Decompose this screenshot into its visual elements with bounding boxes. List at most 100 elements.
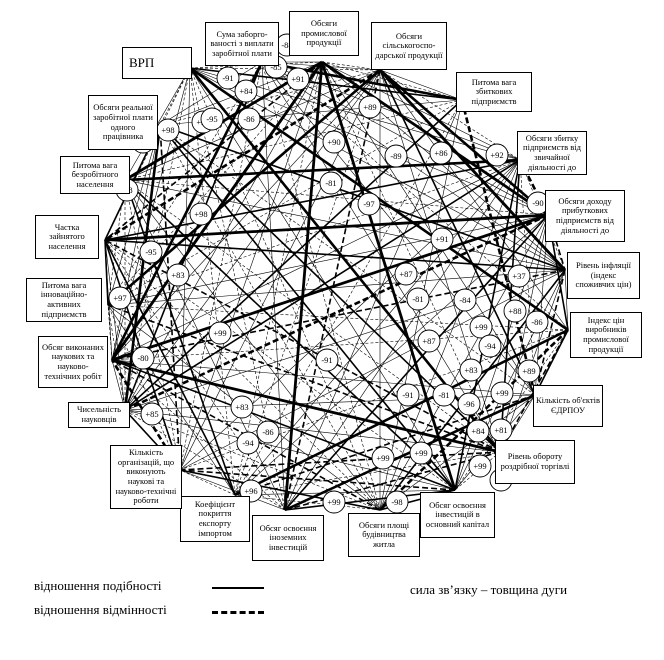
weight-label-30: -84 bbox=[459, 295, 471, 305]
weight-label-13: -89 bbox=[390, 151, 401, 161]
node-borg: Сума заборго-ваності з виплати заробітно… bbox=[205, 22, 279, 66]
weight-label-7: -95 bbox=[206, 114, 217, 124]
weight-label-25: +87 bbox=[399, 269, 412, 279]
weight-label-24: +91 bbox=[435, 234, 448, 244]
weight-circle-4 bbox=[286, 67, 310, 91]
edge-43 bbox=[179, 61, 323, 471]
weight-label-18: -97 bbox=[363, 199, 374, 209]
weight-label-27: +88 bbox=[508, 306, 521, 316]
edge-155 bbox=[159, 124, 381, 511]
weight-circle-42 bbox=[140, 402, 164, 426]
edge-72 bbox=[107, 99, 463, 306]
weight-label-34: +83 bbox=[464, 365, 477, 375]
weight-label-37: +99 bbox=[213, 328, 226, 338]
strong-edge-0 bbox=[321, 60, 549, 217]
node-infl: Рівень інфляції (індекс споживчих цін) bbox=[567, 252, 640, 299]
weight-circle-23 bbox=[108, 286, 132, 310]
edge-145 bbox=[104, 239, 456, 491]
edge-130 bbox=[284, 451, 501, 511]
edge-160 bbox=[124, 179, 286, 511]
edge-153 bbox=[104, 239, 381, 511]
edge-117 bbox=[234, 328, 569, 497]
weight-label-50: +84 bbox=[471, 426, 485, 436]
weight-circle-12 bbox=[322, 130, 346, 154]
node-edrpou: Кількість об'єктів ЄДРПОУ bbox=[533, 385, 603, 427]
edge-125 bbox=[234, 394, 536, 496]
edge-180 bbox=[107, 179, 126, 306]
edge-159 bbox=[104, 239, 286, 511]
node-zbytok: Обсяги збитку підприємств від звичайної … bbox=[517, 131, 587, 175]
weight-label-29: -86 bbox=[531, 317, 542, 327]
weight-label-8: -86 bbox=[243, 114, 254, 124]
weight-label-19: -90 bbox=[532, 198, 543, 208]
weight-circle-29 bbox=[525, 310, 549, 334]
weight-circle-53 bbox=[468, 454, 492, 478]
legend-difference-label: відношення відмінності bbox=[34, 602, 167, 617]
strong-edge-6 bbox=[320, 61, 457, 491]
legend-similarity-line bbox=[212, 587, 264, 589]
edge-175 bbox=[123, 124, 162, 411]
weight-circle-38 bbox=[396, 383, 420, 407]
weight-label-23: +97 bbox=[113, 293, 126, 303]
weight-label-4: +91 bbox=[291, 74, 304, 84]
node-bezrob: Питома вага безробітного населення bbox=[60, 156, 130, 194]
weight-label-42: +85 bbox=[145, 409, 158, 419]
weight-label-38: -91 bbox=[402, 390, 413, 400]
edge-107 bbox=[124, 269, 566, 411]
edge-128 bbox=[159, 124, 536, 396]
edge-73 bbox=[124, 99, 463, 181]
edge-37 bbox=[321, 61, 566, 271]
edge-52 bbox=[379, 69, 549, 216]
weight-circle-30 bbox=[453, 288, 477, 312]
weight-circle-31 bbox=[469, 315, 493, 339]
edge-86 bbox=[107, 159, 521, 306]
weight-label-9: +98 bbox=[161, 125, 174, 135]
weight-label-40: +99 bbox=[495, 388, 508, 398]
edge-161 bbox=[179, 469, 236, 496]
weight-label-49: +99 bbox=[376, 453, 389, 463]
weight-circle-52 bbox=[409, 441, 433, 465]
weight-label-17: -81 bbox=[325, 178, 336, 188]
weight-label-39: -96 bbox=[463, 399, 474, 409]
edge-26 bbox=[261, 61, 501, 453]
weight-circle-39 bbox=[457, 392, 481, 416]
node-inozem: Обсяг освоєння іноземних інвестицій bbox=[252, 515, 324, 561]
edge-109 bbox=[107, 269, 566, 306]
legend-strength-label: сила зв’язку – товщина дуги bbox=[410, 582, 568, 597]
edge-63 bbox=[107, 69, 381, 306]
edge-69 bbox=[284, 99, 463, 511]
weight-circle-27 bbox=[503, 299, 527, 323]
node-bud: Обсяги площі будівництва житла bbox=[348, 513, 420, 557]
edge-141 bbox=[234, 489, 456, 496]
edge-146 bbox=[124, 179, 456, 491]
edge-100 bbox=[124, 179, 549, 216]
weight-circle-17 bbox=[319, 171, 343, 195]
edge-92 bbox=[499, 214, 549, 453]
edge-172 bbox=[107, 304, 126, 411]
strong-edge-2 bbox=[111, 213, 549, 362]
strong-edge-1 bbox=[110, 61, 324, 361]
edge-133 bbox=[124, 409, 501, 453]
edge-47 bbox=[104, 61, 323, 241]
edge-104 bbox=[454, 269, 566, 491]
weight-circle-34 bbox=[459, 358, 483, 382]
edge-176 bbox=[107, 304, 113, 361]
edge-115 bbox=[454, 329, 569, 491]
edge-171 bbox=[111, 359, 126, 411]
weight-circle-15 bbox=[485, 143, 509, 167]
weight-label-28: -81 bbox=[412, 294, 423, 304]
weight-circle-35 bbox=[517, 359, 541, 383]
weight-circle-14 bbox=[429, 141, 453, 165]
edge-82 bbox=[234, 159, 521, 496]
edge-144 bbox=[111, 359, 456, 491]
node-zbyt: Питома вага збиткових підприємств bbox=[456, 72, 532, 112]
edge-108 bbox=[111, 269, 566, 361]
edge-32 bbox=[107, 61, 263, 306]
edge-135 bbox=[107, 304, 501, 453]
weight-label-32: -94 bbox=[484, 341, 496, 351]
weight-label-0: -88 bbox=[281, 40, 292, 50]
edge-137 bbox=[124, 179, 501, 453]
edge-101 bbox=[564, 269, 569, 331]
node-dohod: Обсяги доходу прибуткових підприємств ві… bbox=[545, 190, 625, 242]
weight-circle-7 bbox=[200, 107, 224, 131]
